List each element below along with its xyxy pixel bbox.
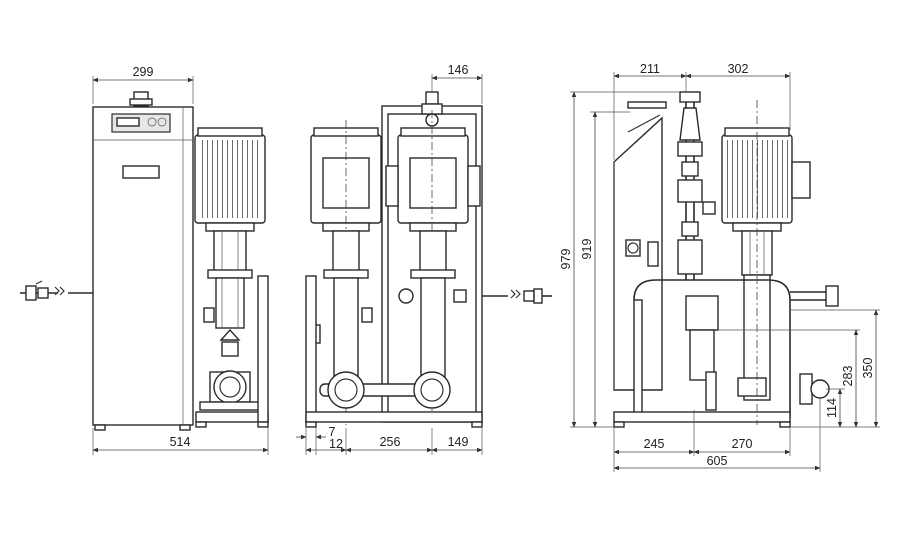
dim-149: 149 [448, 435, 469, 449]
control-cabinet [92, 106, 194, 426]
dim-979: 979 [559, 249, 573, 270]
suction-fitting-left [20, 280, 93, 301]
dim-12: 12 [329, 437, 343, 451]
dim-7: 7 [329, 425, 336, 439]
dim-256: 256 [380, 435, 401, 449]
dim-211: 211 [640, 62, 660, 76]
dim-270: 270 [732, 437, 753, 451]
dim-605: 605 [707, 454, 728, 468]
dim-114: 114 [825, 398, 839, 418]
cabinet-window [122, 165, 160, 179]
front-view: 299 514 [20, 65, 269, 455]
dim-299: 299 [133, 65, 154, 79]
side-elevation-view: 979 919 350 283 114 211 302 245 270 605 [559, 62, 880, 472]
dim-283: 283 [841, 366, 855, 387]
suction-fitting-right [482, 288, 552, 304]
dim-245: 245 [644, 437, 665, 451]
dim-302: 302 [728, 62, 749, 76]
dim-514: 514 [170, 435, 191, 449]
dim-350: 350 [861, 358, 875, 379]
dim-146: 146 [448, 63, 469, 77]
side-view: 146 7 12 256 149 [296, 63, 552, 455]
dim-919: 919 [580, 239, 594, 260]
